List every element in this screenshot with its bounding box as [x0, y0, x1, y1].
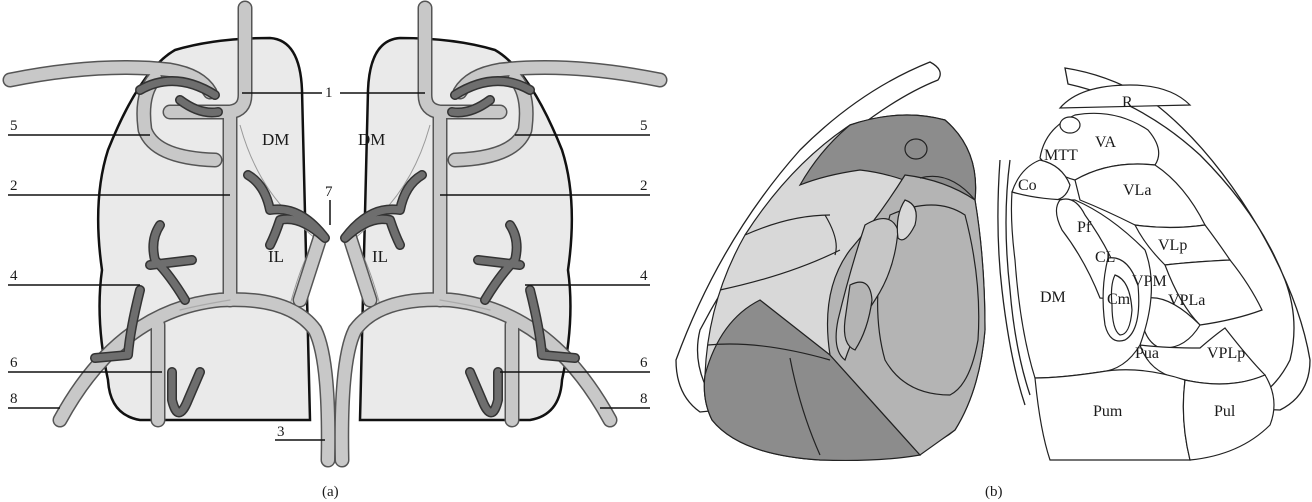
label-8-left: 8 [10, 391, 18, 407]
nucleus-pua: Pua [1135, 345, 1159, 362]
region-dm-left: DM [262, 130, 289, 149]
nucleus-pul: Pul [1214, 403, 1236, 420]
nucleus-va: VA [1095, 134, 1116, 151]
nucleus-vlp: VLp [1158, 237, 1187, 254]
nucleus-pf: Pf [1077, 219, 1092, 236]
nucleus-vpm: VPM [1132, 273, 1167, 290]
region-il-right: IL [372, 247, 388, 266]
nucleus-cm: Cm [1107, 291, 1131, 308]
nucleus-cl: CL [1095, 249, 1115, 266]
nucleus-vla: VLa [1123, 182, 1151, 199]
label-7: 7 [325, 184, 333, 200]
left-territories [704, 115, 985, 460]
nucleus-r: R [1122, 94, 1133, 111]
label-5-right: 5 [640, 118, 648, 134]
caption-b: (b) [985, 484, 1003, 500]
region-il-left: IL [268, 247, 284, 266]
nucleus-co: Co [1018, 177, 1037, 194]
nucleus-mtt: MTT [1044, 147, 1078, 164]
panel-a: DM DM IL IL 1 5 5 2 2 7 4 4 6 6 8 8 3 (a… [8, 8, 660, 500]
label-6-right: 6 [640, 355, 648, 371]
nucleus-pum: Pum [1093, 403, 1123, 420]
label-4-right: 4 [640, 268, 648, 284]
panel-b: R MTT VA Co VLa Pf VLp CL VPM DM Cm VPLa… [676, 62, 1310, 500]
caption-a: (a) [322, 484, 339, 500]
nucleus-dm: DM [1040, 289, 1066, 306]
nucleus-vplp: VPLp [1207, 345, 1245, 362]
label-5-left: 5 [10, 118, 18, 134]
label-2-left: 2 [10, 178, 18, 194]
label-6-left: 6 [10, 355, 18, 371]
label-1: 1 [325, 85, 333, 101]
region-dm-right: DM [358, 130, 385, 149]
label-3: 3 [277, 424, 285, 440]
label-8-right: 8 [640, 391, 648, 407]
nucleus-vpla: VPLa [1168, 292, 1205, 309]
label-2-right: 2 [640, 178, 648, 194]
label-4-left: 4 [10, 268, 18, 284]
